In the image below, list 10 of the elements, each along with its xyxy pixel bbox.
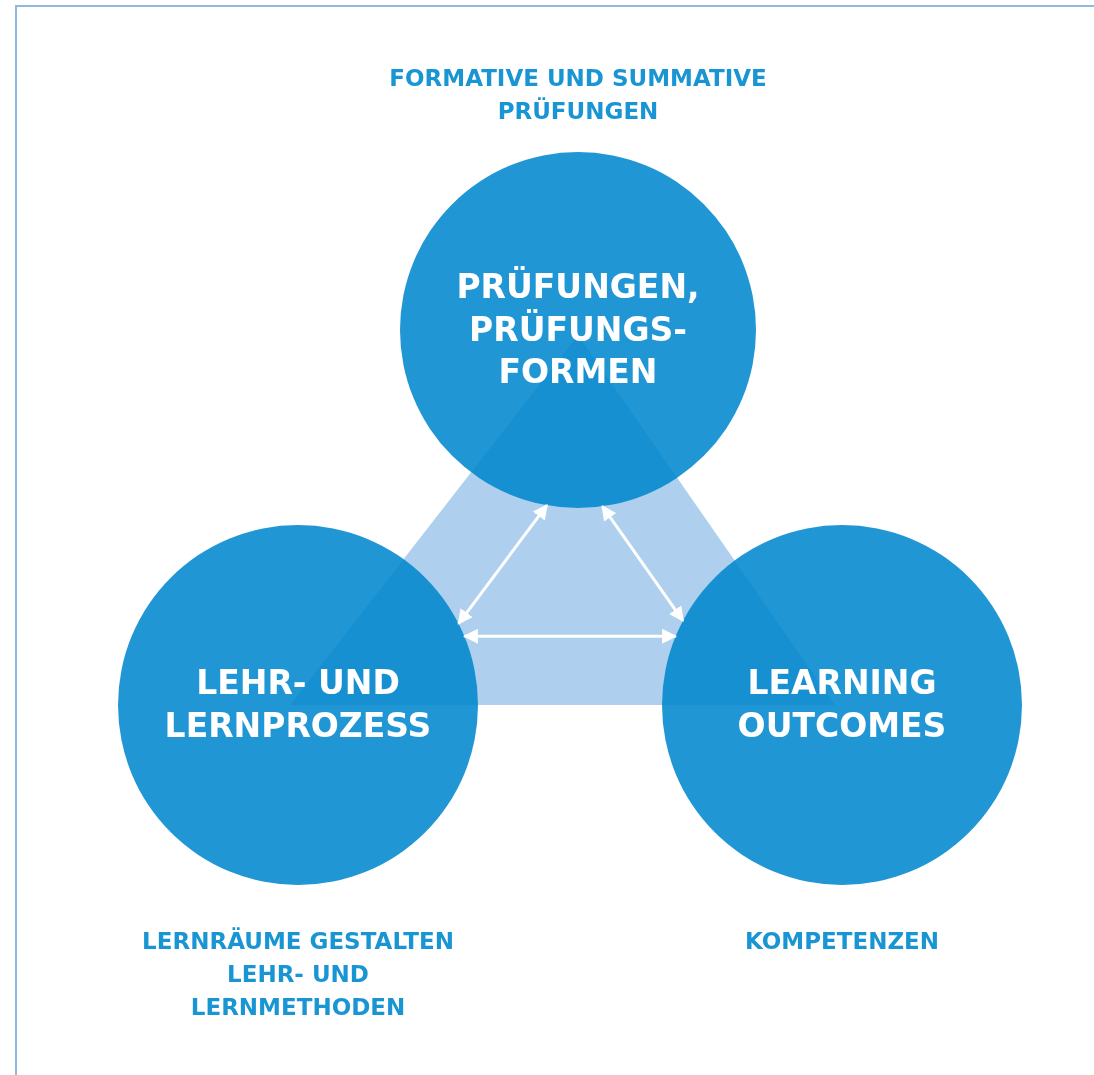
beside-text: LERNRÄUME GESTALTEN <box>141 926 455 956</box>
double-arrow <box>601 505 685 622</box>
circle-label: LEHR- UND LERNPROZESS <box>163 662 433 747</box>
double-arrow <box>457 504 549 625</box>
circle-label: PRÜFUNGEN, PRÜFUNGS-FORMEN <box>455 265 701 394</box>
circle-label: LEARNING OUTCOMES <box>736 662 948 747</box>
beside-text: FORMATIVE UND SUMMATIVE PRÜFUNGEN <box>388 64 768 127</box>
beside-text: LEHR- UND LERNMETHODEN <box>189 960 407 1023</box>
beside-text: KOMPETENZEN <box>743 927 941 956</box>
double-arrow <box>462 628 678 644</box>
